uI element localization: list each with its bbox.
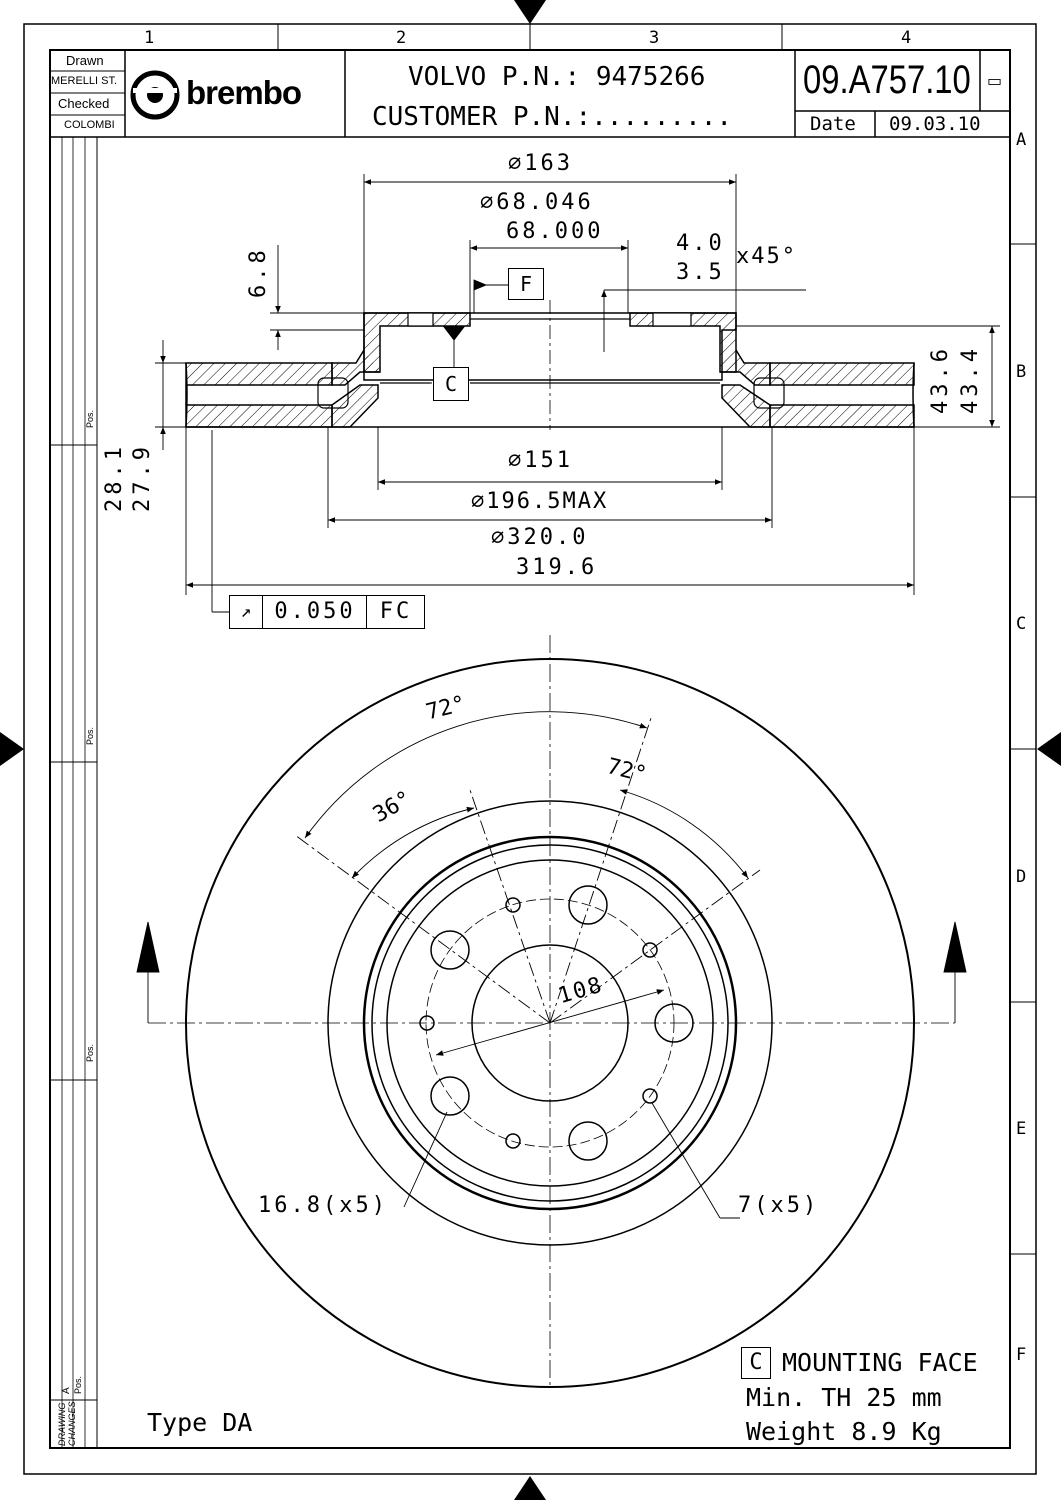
small-hole: [505, 1133, 521, 1149]
dim-height-min: 43.4: [958, 345, 983, 414]
min-thickness-note: Min. TH 25 mm: [746, 1383, 942, 1412]
dim-chamfer-max: 4.0: [676, 231, 725, 256]
small-hole: [642, 942, 658, 958]
dim-small-holes: 7(x5): [738, 1193, 820, 1218]
section-view: [185, 300, 915, 430]
weight-note: Weight 8.9 Kg: [746, 1417, 942, 1446]
bolt-hole: [568, 1121, 608, 1161]
checked-label: Checked: [58, 96, 110, 111]
grid-col-2: 2: [396, 28, 407, 48]
grid-row-e: E: [1016, 1119, 1027, 1139]
type-note: Type DA: [147, 1408, 253, 1437]
mounting-face-datum-tag: C: [741, 1347, 771, 1379]
drawn-by: MERELLI ST.: [51, 75, 118, 87]
dim-dia-196: ⌀196.5MAX: [471, 489, 609, 514]
dim-thickness-max: 28.1: [102, 443, 127, 512]
bolt-holes: [430, 885, 694, 1161]
front-dimensions: [136, 711, 967, 1219]
brembo-logo-icon: [130, 70, 180, 120]
revision-a-label: A: [61, 1387, 72, 1394]
section-dimensions: [155, 174, 1000, 613]
dim-hub-max: ⌀68.046: [480, 190, 594, 215]
pos-label: Pos.: [85, 409, 95, 428]
drawn-label: Drawn: [66, 53, 104, 68]
runout-value: 0.050: [264, 596, 367, 628]
bolt-hole: [568, 885, 608, 925]
checked-by: COLOMBI: [64, 119, 115, 131]
runout-datums: FC: [379, 599, 413, 624]
date-value: 09.03.10: [889, 113, 981, 135]
dim-dia-163: ⌀163: [508, 151, 573, 176]
dim-outer-min: 319.6: [516, 555, 598, 580]
grid-col-3: 3: [649, 28, 660, 48]
small-hole: [505, 897, 521, 913]
pos-label: Pos.: [85, 1043, 95, 1062]
dim-thickness-min: 27.9: [130, 443, 155, 512]
small-hole: [642, 1088, 658, 1104]
runout-icon: ↗: [230, 596, 263, 628]
customer-part-number: CUSTOMER P.N.:.........: [372, 102, 733, 132]
small-holes: [419, 897, 658, 1149]
pos-label: Pos.: [85, 726, 95, 745]
date-label: Date: [810, 113, 856, 135]
front-view: [148, 635, 955, 1388]
datum-c-tag: C: [433, 367, 469, 401]
dim-bolt-holes: 16.8(x5): [258, 1193, 388, 1218]
oem-part-number: VOLVO P.N.: 9475266: [408, 62, 706, 92]
dim-height-max: 43.6: [928, 345, 953, 414]
bolt-hole: [430, 930, 470, 970]
runout-frame: ↗ 0.050 FC: [229, 595, 425, 629]
dim-chamfer-min: 3.5: [676, 260, 725, 285]
bolt-hole: [430, 1076, 470, 1116]
datum-f-tag: F: [508, 268, 544, 300]
grid-row-a: A: [1016, 130, 1027, 150]
small-hole: [419, 1015, 435, 1031]
grid-row-d: D: [1016, 867, 1027, 887]
grid-row-b: B: [1016, 362, 1027, 382]
dim-dia-151: ⌀151: [508, 448, 573, 473]
drawing-number: 09.A757.10: [803, 58, 971, 102]
grid-col-4: 4: [901, 28, 912, 48]
mounting-face-note: MOUNTING FACE: [782, 1348, 978, 1377]
grid-row-f: F: [1016, 1345, 1027, 1365]
pos-label: Pos.: [73, 1375, 83, 1394]
drawing-changes-label: DRAWING CHANGES: [57, 1401, 77, 1446]
title-block: [50, 50, 1010, 138]
brand-name: brembo: [186, 74, 302, 111]
dim-outer-max: ⌀320.0: [491, 525, 589, 550]
revision-mark: ▭: [987, 73, 1003, 90]
grid-col-1: 1: [144, 28, 155, 48]
dim-hat-depth: 6.8: [246, 246, 271, 298]
dim-chamfer-angle: x45°: [736, 244, 797, 269]
dim-hub-min: 68.000: [506, 219, 604, 244]
grid-row-c: C: [1016, 614, 1027, 634]
